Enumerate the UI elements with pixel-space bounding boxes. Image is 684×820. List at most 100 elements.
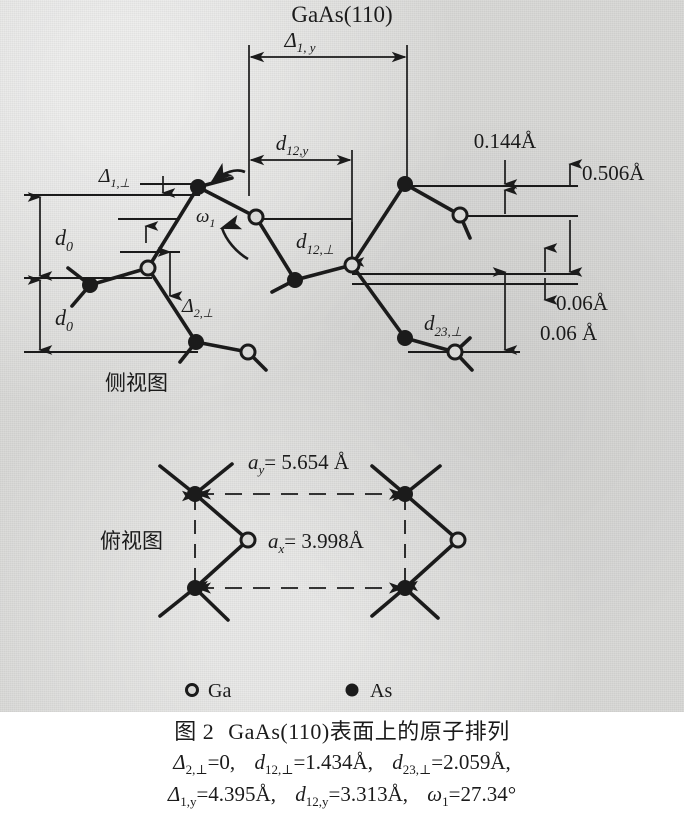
bond-top-as1-ga1: [193, 492, 250, 542]
surface-title: GaAs(110): [291, 2, 392, 27]
legend-ga-open-circle-icon: [185, 683, 199, 697]
value-0506-label: 0.506Å: [582, 161, 645, 185]
svg-text:d0: d0: [55, 225, 73, 255]
bond-as1-ga1: [196, 185, 258, 219]
omega1-sub: 1: [209, 216, 215, 230]
value-0506-group: 0.506Å: [568, 159, 645, 277]
scanned-paper-background: [0, 0, 684, 712]
d23-perp-label: d: [424, 311, 435, 335]
bond-top-ga2-as4: [403, 538, 460, 590]
top-view-label: 俯视图: [100, 530, 163, 553]
cap2-val-3: =27.34°: [448, 782, 517, 806]
value-0144-group: 0.144Å: [474, 129, 537, 214]
atom-ga-side-3: [239, 343, 257, 361]
atom-as-top-1: [187, 486, 203, 502]
bond-top-as3-ga2: [403, 492, 460, 542]
delta1y-label: Δ: [283, 28, 296, 52]
cap2-sub-2: 12,y: [305, 794, 329, 810]
atom-ga-side-2: [139, 259, 157, 277]
value-0144-label: 0.144Å: [474, 129, 537, 153]
bond-ga1-as4: [254, 215, 297, 282]
ax-sub: x: [278, 541, 285, 556]
bond-top-ga1-as2: [193, 538, 250, 590]
cap1-sym-2: d: [254, 750, 265, 774]
cap1-val-3: =2.059Å,: [431, 750, 511, 774]
svg-text:Δ2,⊥: Δ2,⊥: [181, 295, 213, 320]
top-view-dimension-lines: [182, 488, 418, 594]
caption-line-1: Δ2,⊥=0, d12,⊥=1.434Å, d23,⊥=2.059Å,: [0, 750, 684, 778]
cap2-sym-1: Δ: [167, 782, 181, 806]
omega1-label: ω: [196, 206, 209, 227]
side-view-label: 侧视图: [105, 372, 168, 395]
horizontal-dimension-labels: Δ1, y d12,y: [276, 28, 316, 158]
cap1-sym-1: Δ: [173, 750, 186, 774]
atom-ga-side-5: [451, 206, 469, 224]
bond-ga4-as5: [350, 182, 407, 267]
surface-title-group: GaAs(110): [291, 2, 392, 27]
atom-as-side-2: [82, 277, 98, 293]
atom-ga-side-6: [446, 343, 464, 361]
omega1-leader-bottom: [219, 214, 249, 261]
top-view-atoms: [187, 486, 467, 596]
atom-as-side-3: [188, 334, 204, 350]
atom-as-top-4: [397, 580, 413, 596]
delta2-perp-group: Δ2,⊥: [118, 218, 213, 320]
cap2-val-1: =4.395Å,: [196, 782, 276, 806]
d0-upper-sub: 0: [66, 240, 73, 255]
svg-text:Δ1,⊥: Δ1,⊥: [98, 165, 130, 190]
svg-text:Δ1, y: Δ1, y: [283, 28, 315, 55]
bond-as3-ga3: [194, 340, 250, 354]
bond-ga4-as6: [350, 263, 407, 340]
omega1-leader-top: [210, 162, 246, 184]
atom-ga-top-2: [449, 531, 467, 549]
d12-perp-sub: 12,⊥: [307, 242, 335, 257]
d0-lower-sub: 0: [66, 320, 73, 335]
delta1-perp-sub: 1,⊥: [111, 176, 130, 190]
cap2-sub-3: 1: [442, 794, 449, 810]
cap1-sub-3: 23,⊥: [402, 762, 432, 778]
bond-as4-ga4: [293, 263, 354, 282]
d12-perp-group: d12,⊥: [256, 218, 365, 267]
atom-as-top-2: [187, 580, 203, 596]
svg-text:ax= 3.998Å: ax= 3.998Å: [268, 529, 365, 556]
gaas-110-atomic-arrangement-figure: GaAs(110) Δ1, y d12,y: [24, 2, 645, 702]
bond-ga2-as3: [146, 266, 198, 344]
d0-lower-label: d: [55, 305, 67, 330]
cap1-sub-1: 2,⊥: [185, 762, 208, 778]
atom-as-top-3: [397, 486, 413, 502]
cap2-val-2: =3.313Å,: [328, 782, 409, 806]
d0-upper-label: d: [55, 225, 67, 250]
legend-as-filled-circle-icon: [345, 683, 359, 697]
atom-as-side-5: [397, 176, 413, 192]
ay-value: = 5.654 Å: [264, 450, 350, 474]
svg-text:d12,y: d12,y: [276, 131, 309, 158]
legend-group: Ga As: [185, 680, 392, 702]
ax-value: = 3.998Å: [284, 529, 364, 553]
delta1-perp-group: Δ1,⊥: [98, 165, 200, 198]
svg-text:d12,⊥: d12,⊥: [296, 229, 334, 257]
ay-label: a: [248, 450, 259, 474]
value-006-a-label: 0.06Å: [556, 291, 609, 315]
right-reference-lines: [352, 184, 578, 354]
d12y-label: d: [276, 131, 287, 155]
top-view-value-labels: ay= 5.654 Å ax= 3.998Å: [248, 450, 365, 556]
ay-sub: y: [257, 462, 265, 477]
ax-label: a: [268, 529, 279, 553]
bond-as5-ga5: [403, 182, 462, 217]
cap2-sym-2: d: [295, 782, 306, 806]
d0-labels: d0 d0: [55, 225, 73, 335]
legend-as-label: As: [370, 680, 392, 702]
bond-ga2-as2: [88, 266, 150, 287]
cap1-sym-3: d: [392, 750, 403, 774]
atom-ga-top-1: [239, 531, 257, 549]
delta1y-sub: 1, y: [297, 40, 316, 55]
delta1-perp-label: Δ: [98, 165, 111, 187]
svg-text:ay= 5.654 Å: ay= 5.654 Å: [248, 450, 350, 477]
atom-ga-side-1: [247, 208, 265, 226]
svg-text:d0: d0: [55, 305, 73, 335]
caption-title: GaAs(110)表面上的原子排列: [228, 719, 510, 744]
atom-ga-side-4: [343, 256, 361, 274]
d12y-sub: 12,y: [286, 143, 308, 158]
legend-ga-label: Ga: [208, 680, 231, 702]
